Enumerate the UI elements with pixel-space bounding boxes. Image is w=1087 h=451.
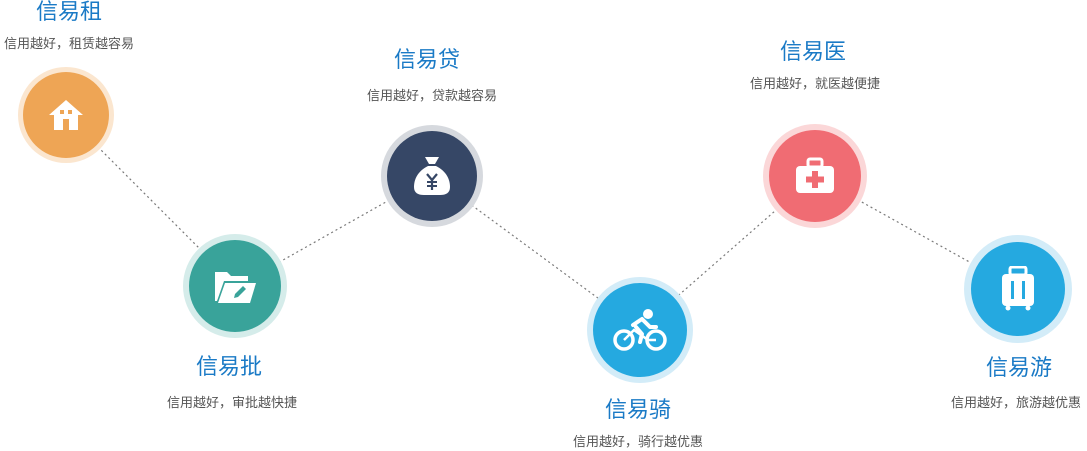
- loan-node[interactable]: [381, 125, 483, 227]
- service-desc: 信用越好，旅游越优惠: [950, 396, 1082, 411]
- bicycle-icon: [612, 308, 668, 352]
- service-title: 信易骑: [604, 398, 672, 423]
- service-desc: 信用越好，租赁越容易: [3, 37, 135, 52]
- service-desc: 信用越好，就医越便捷: [749, 77, 881, 92]
- approve-node[interactable]: [183, 234, 287, 338]
- money-bag-icon: [412, 155, 452, 197]
- service-desc: 信用越好，骑行越优惠: [572, 435, 704, 450]
- service-title: 信易贷: [393, 48, 461, 73]
- medical-node[interactable]: [763, 124, 867, 228]
- service-title: 信易医: [779, 40, 847, 65]
- folder-edit-icon: [212, 267, 258, 305]
- travel-node[interactable]: [964, 235, 1072, 343]
- ride-node[interactable]: [587, 277, 693, 383]
- service-title: 信易游: [985, 356, 1053, 381]
- service-title: 信易批: [195, 355, 263, 380]
- rent-node[interactable]: [18, 67, 114, 163]
- medical-kit-icon: [794, 157, 836, 195]
- service-desc: 信用越好，审批越快捷: [166, 396, 298, 411]
- service-title: 信易租: [35, 0, 103, 25]
- home-icon: [47, 98, 85, 132]
- service-desc: 信用越好，贷款越容易: [366, 89, 498, 104]
- luggage-icon: [1000, 266, 1036, 312]
